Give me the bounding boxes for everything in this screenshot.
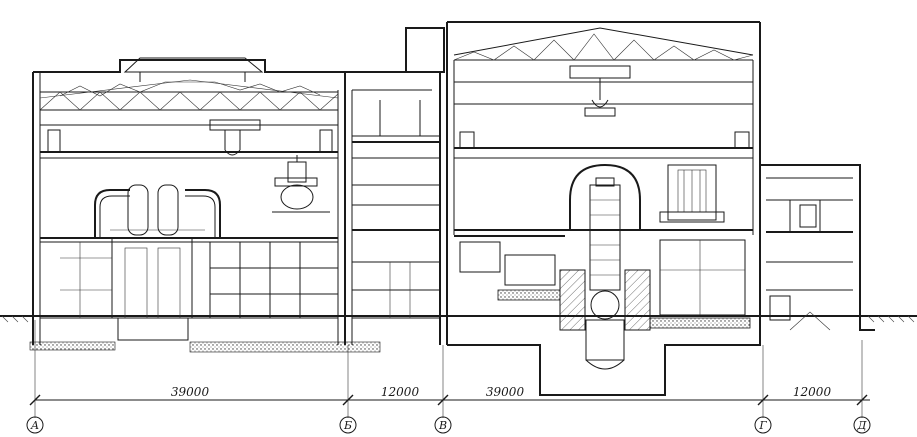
- axis-label-g: Г: [758, 419, 767, 432]
- intermediate-bay: [344, 27, 445, 345]
- reactor-core: [569, 163, 641, 370]
- dimension-label-v-g: 39000: [486, 385, 525, 399]
- dimension-lines: [29, 320, 870, 418]
- turbine-generator: [94, 184, 221, 341]
- dimension-label-g-d: 12000: [793, 385, 832, 399]
- turbine-hall: [32, 57, 346, 345]
- axis-label-v: В: [438, 419, 447, 432]
- refuelling-machine: [659, 164, 725, 223]
- ground-line: [0, 315, 917, 353]
- roof-truss-a: [39, 79, 339, 111]
- dimension-label-a-b: 39000: [171, 385, 210, 399]
- reactor-hall: [446, 21, 761, 396]
- roof-truss-b: [453, 27, 754, 105]
- deaerator-vessel: [272, 155, 330, 213]
- axis-label-d: Д: [857, 419, 868, 432]
- dimension-label-b-v: 12000: [381, 385, 420, 399]
- overhead-crane-a: [209, 119, 261, 156]
- axis-markers: [26, 416, 871, 434]
- overhead-crane-b: [569, 65, 631, 117]
- axis-label-a: А: [30, 419, 39, 432]
- axis-label-b: Б: [343, 419, 352, 432]
- auxiliary-bay: [760, 164, 875, 331]
- structural-grid-a: [60, 242, 338, 318]
- biological-shield: [497, 269, 751, 331]
